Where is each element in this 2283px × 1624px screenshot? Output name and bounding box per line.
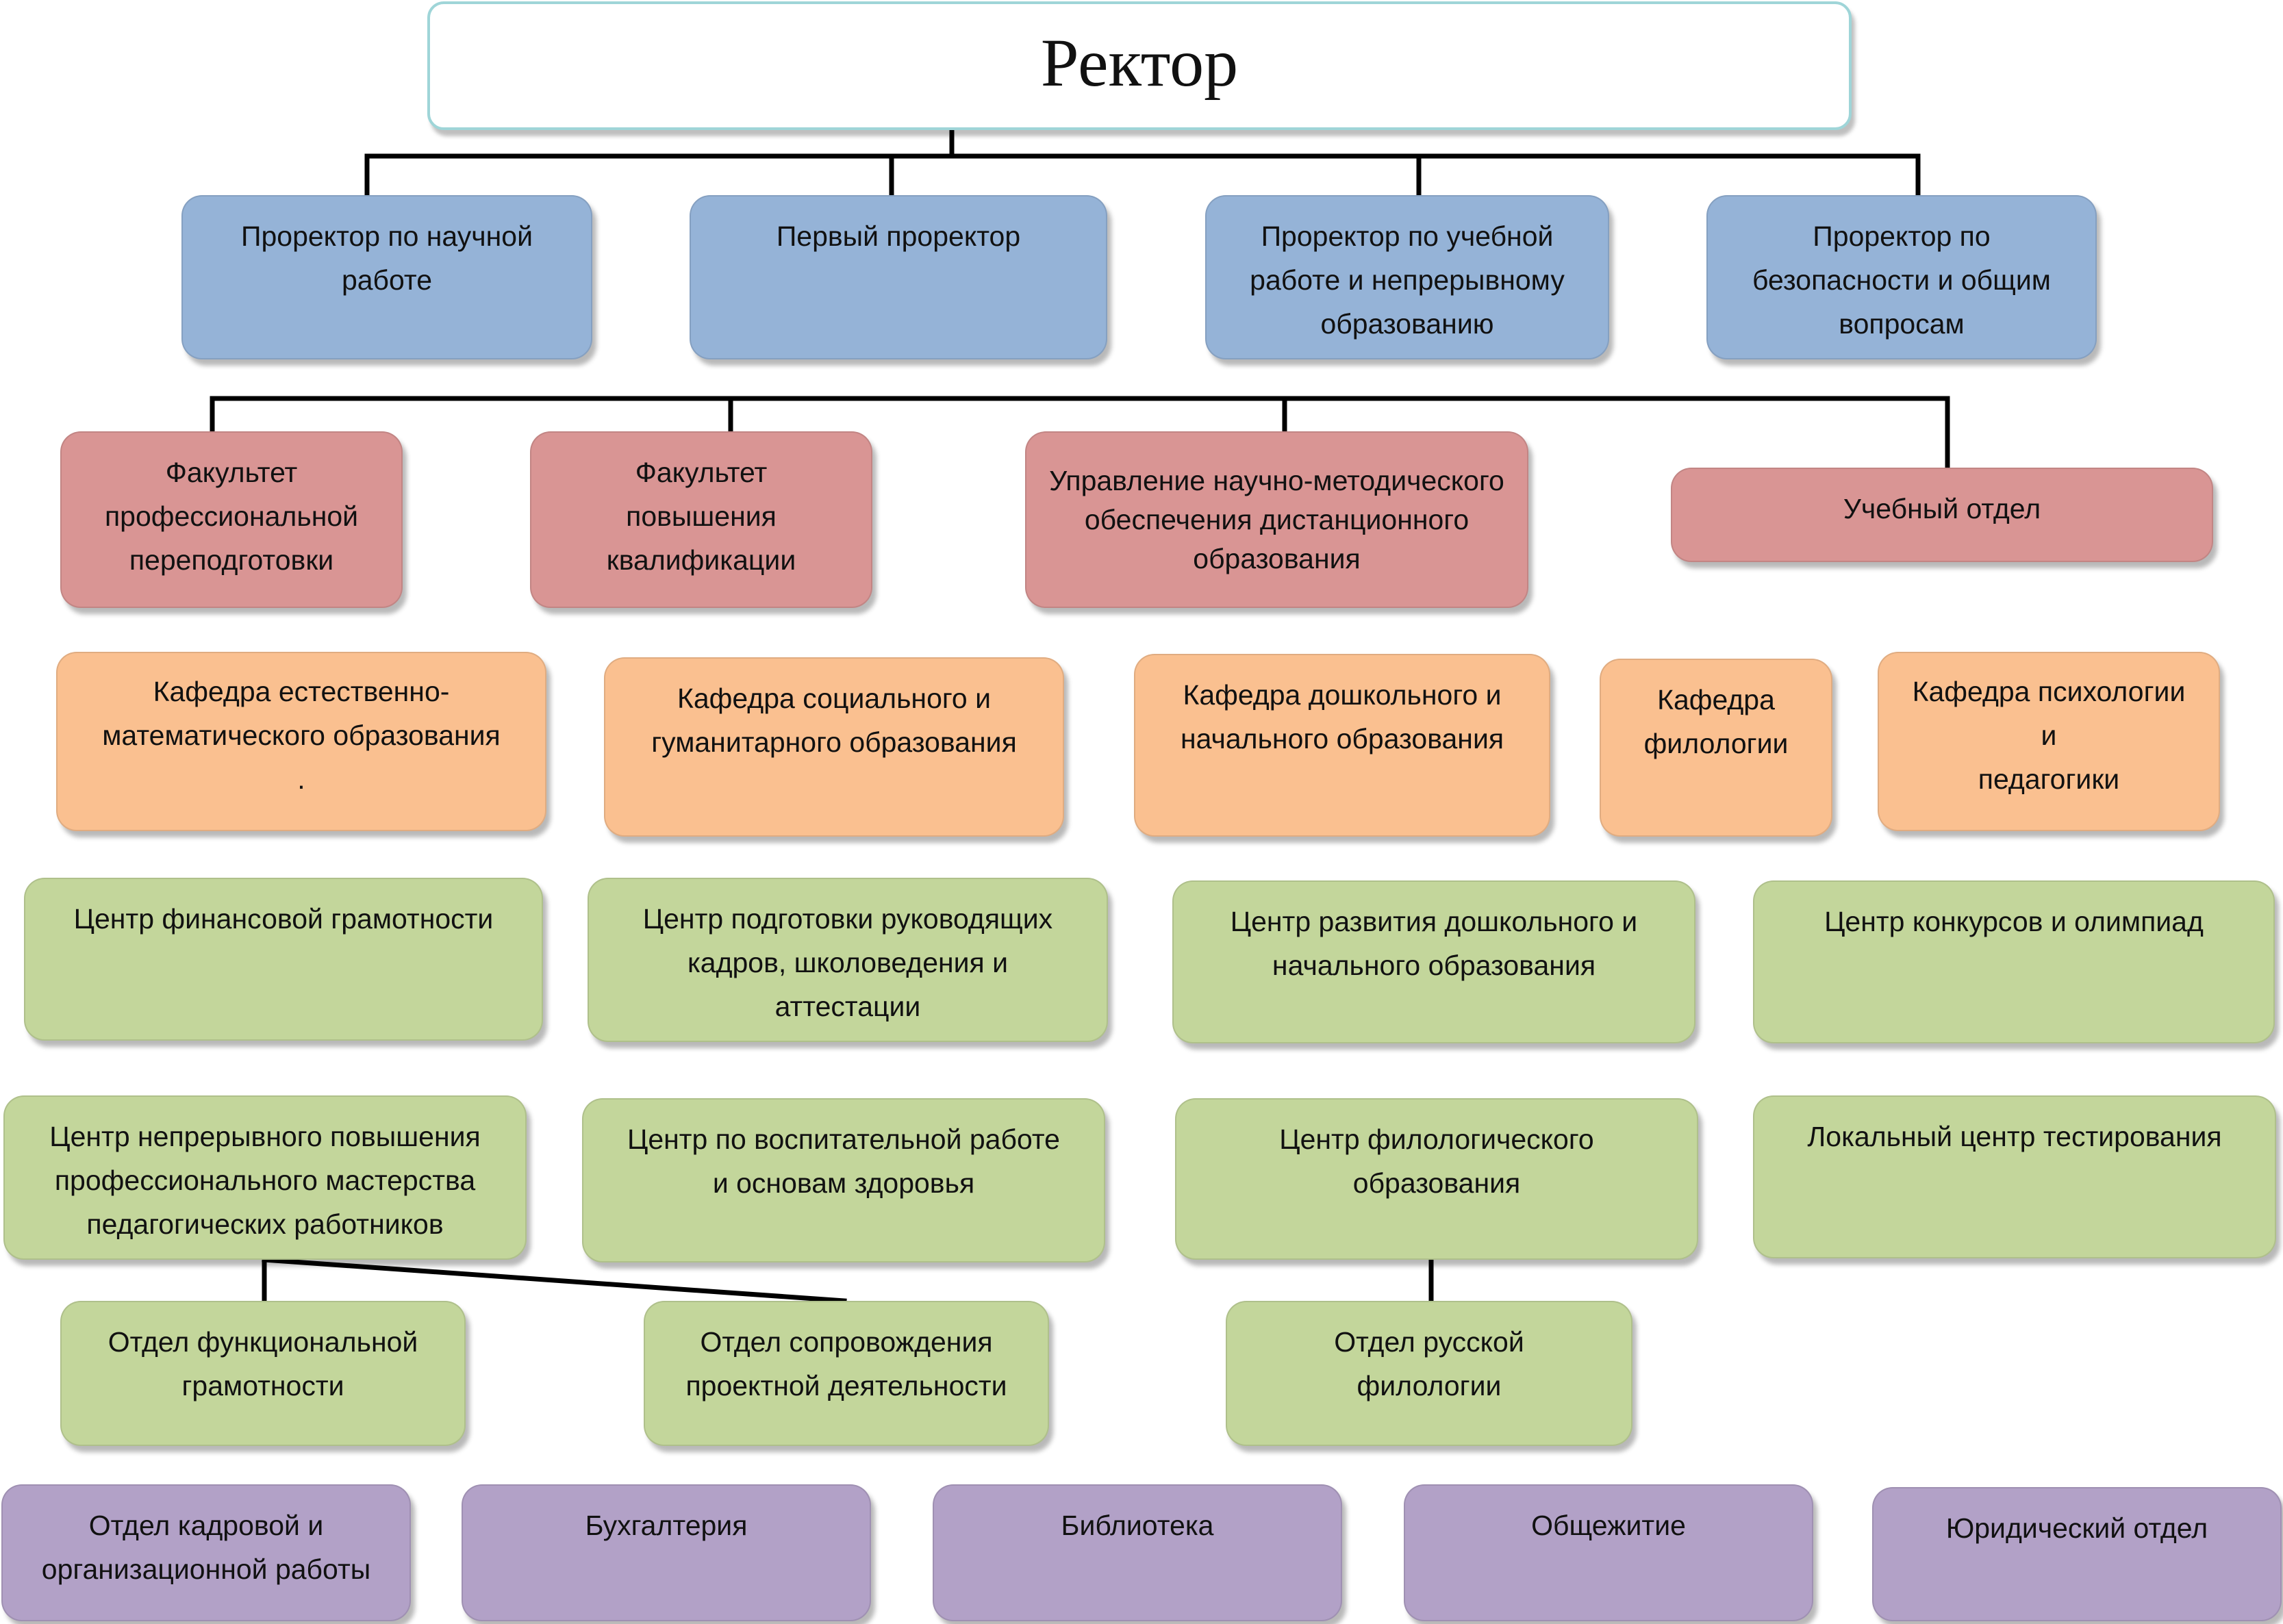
education-dept-box: Учебный отдел	[1671, 468, 2213, 562]
faculty-qualification-box: Факультет повышения квалификации	[530, 431, 872, 608]
center-preschool-dev-label: Центр развития дошкольного и начального …	[1230, 906, 1638, 981]
faculty-qualification-label: Факультет повышения квалификации	[606, 457, 796, 576]
dept-project-support-label: Отдел сопровождения проектной деятельнос…	[685, 1326, 1007, 1401]
prorector-security-label: Проректор по безопасности и общим вопрос…	[1752, 220, 2051, 340]
service-dormitory-box: Общежитие	[1404, 1484, 1813, 1621]
center-finance-label: Центр финансовой грамотности	[73, 903, 494, 935]
dept-psychology-label: Кафедра психологии и педагогики	[1912, 676, 2186, 795]
dept-philology-box: Кафедра филологии	[1600, 659, 1832, 837]
service-dormitory-label: Общежитие	[1531, 1510, 1686, 1541]
center-philology-label: Центр филологического образования	[1279, 1124, 1594, 1199]
dept-preschool-primary-label: Кафедра дошкольного и начального образов…	[1180, 679, 1504, 754]
dept-social-humanitarian-box: Кафедра социального и гуманитарного обра…	[604, 657, 1064, 837]
rector-label: Ректор	[1040, 25, 1239, 101]
connector-project-dept	[262, 1257, 847, 1304]
prorector-education-box: Проректор по учебной работе и непрерывно…	[1205, 195, 1609, 359]
center-testing-box: Локальный центр тестирования	[1753, 1095, 2276, 1258]
center-management-label: Центр подготовки руководящих кадров, шко…	[642, 903, 1053, 1022]
center-continuous-label: Центр непрерывного повышения профессиона…	[49, 1121, 481, 1240]
service-hr-box: Отдел кадровой и организационной работы	[1, 1484, 411, 1621]
service-library-box: Библиотека	[933, 1484, 1342, 1621]
center-preschool-dev-box: Центр развития дошкольного и начального …	[1172, 880, 1695, 1043]
service-library-label: Библиотека	[1061, 1510, 1214, 1541]
dept-project-support-box: Отдел сопровождения проектной деятельнос…	[644, 1301, 1049, 1446]
dept-functional-literacy-label: Отдел функциональной грамотности	[108, 1326, 418, 1401]
service-accounting-box: Бухгалтерия	[462, 1484, 871, 1621]
faculty-retraining-box: Факультет профессиональной переподготовк…	[60, 431, 403, 608]
center-testing-label: Локальный центр тестирования	[1807, 1121, 2222, 1152]
faculty-retraining-label: Факультет профессиональной переподготовк…	[104, 457, 359, 576]
prorector-science-box: Проректор по научной работе	[181, 195, 592, 359]
center-finance-box: Центр финансовой грамотности	[24, 878, 543, 1041]
dept-preschool-primary-box: Кафедра дошкольного и начального образов…	[1134, 654, 1550, 837]
prorector-science-label: Проректор по научной работе	[241, 220, 533, 296]
center-management-box: Центр подготовки руководящих кадров, шко…	[588, 878, 1108, 1042]
center-upbringing-box: Центр по воспитательной работе и основам…	[582, 1098, 1105, 1263]
dept-social-humanitarian-label: Кафедра социального и гуманитарного обра…	[651, 683, 1017, 758]
service-legal-label: Юридический отдел	[1945, 1512, 2208, 1544]
center-philology-box: Центр филологического образования	[1175, 1098, 1698, 1260]
service-legal-box: Юридический отдел	[1872, 1487, 2282, 1621]
dept-natural-math-box: Кафедра естественно- математического обр…	[56, 652, 546, 831]
dept-functional-literacy-box: Отдел функциональной грамотности	[60, 1301, 466, 1446]
service-hr-label: Отдел кадровой и организационной работы	[41, 1510, 371, 1585]
distance-education-label: Управление научно-методического обеспече…	[1049, 464, 1504, 574]
dept-philology-label: Кафедра филологии	[1643, 684, 1789, 759]
center-continuous-box: Центр непрерывного повышения профессиона…	[3, 1095, 527, 1260]
education-dept-label: Учебный отдел	[1843, 493, 2041, 524]
center-upbringing-label: Центр по воспитательной работе и основам…	[627, 1124, 1060, 1199]
dept-psychology-box: Кафедра психологии и педагогики	[1878, 652, 2220, 831]
prorector-security-box: Проректор по безопасности и общим вопрос…	[1706, 195, 2097, 359]
distance-education-box: Управление научно-методического обеспече…	[1025, 431, 1528, 608]
center-contests-label: Центр конкурсов и олимпиад	[1824, 906, 2204, 937]
rector-box: Ректор	[427, 1, 1852, 130]
prorector-first-box: Первый проректор	[690, 195, 1107, 359]
prorector-first-label: Первый проректор	[776, 220, 1021, 252]
dept-russian-philology-label: Отдел русской филологии	[1334, 1326, 1524, 1401]
prorector-education-label: Проректор по учебной работе и непрерывно…	[1250, 220, 1565, 340]
dept-russian-philology-box: Отдел русской филологии	[1226, 1301, 1632, 1446]
dept-natural-math-label: Кафедра естественно- математического обр…	[102, 676, 501, 795]
center-contests-box: Центр конкурсов и олимпиад	[1753, 880, 2275, 1043]
service-accounting-label: Бухгалтерия	[585, 1510, 748, 1541]
